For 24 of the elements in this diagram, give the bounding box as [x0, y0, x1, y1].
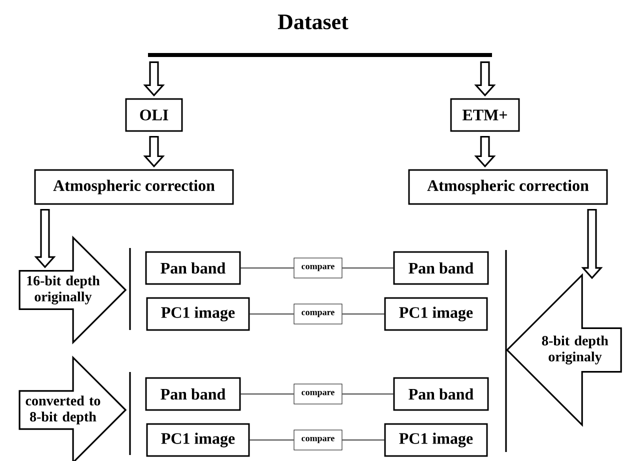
block-arrow: [34, 208, 56, 268]
process-box: OLI: [125, 98, 183, 132]
block-arrow: [581, 208, 603, 280]
process-box: Atmospheric correction: [34, 169, 234, 205]
bar: [148, 53, 492, 57]
compare-box: compare: [294, 258, 342, 278]
process-box: Pan band: [145, 251, 241, 285]
process-box: Pan band: [393, 251, 489, 285]
process-box: Atmospheric correction: [408, 169, 608, 205]
process-box: PC1 image: [384, 423, 488, 457]
compare-box: compare: [294, 304, 342, 324]
process-box: PC1 image: [146, 423, 250, 457]
process-box: PC1 image: [146, 297, 250, 331]
process-box: ETM+: [450, 98, 520, 132]
block-arrow: [474, 136, 496, 168]
title: Dataset: [278, 14, 348, 30]
process-box: Pan band: [393, 377, 489, 411]
compare-box: compare: [294, 430, 342, 450]
block-arrow: [143, 61, 165, 96]
process-box: PC1 image: [384, 297, 488, 331]
process-box: Pan band: [145, 377, 241, 411]
block-arrow: [474, 61, 496, 96]
block-arrow: [143, 136, 165, 168]
compare-box: compare: [294, 384, 342, 404]
